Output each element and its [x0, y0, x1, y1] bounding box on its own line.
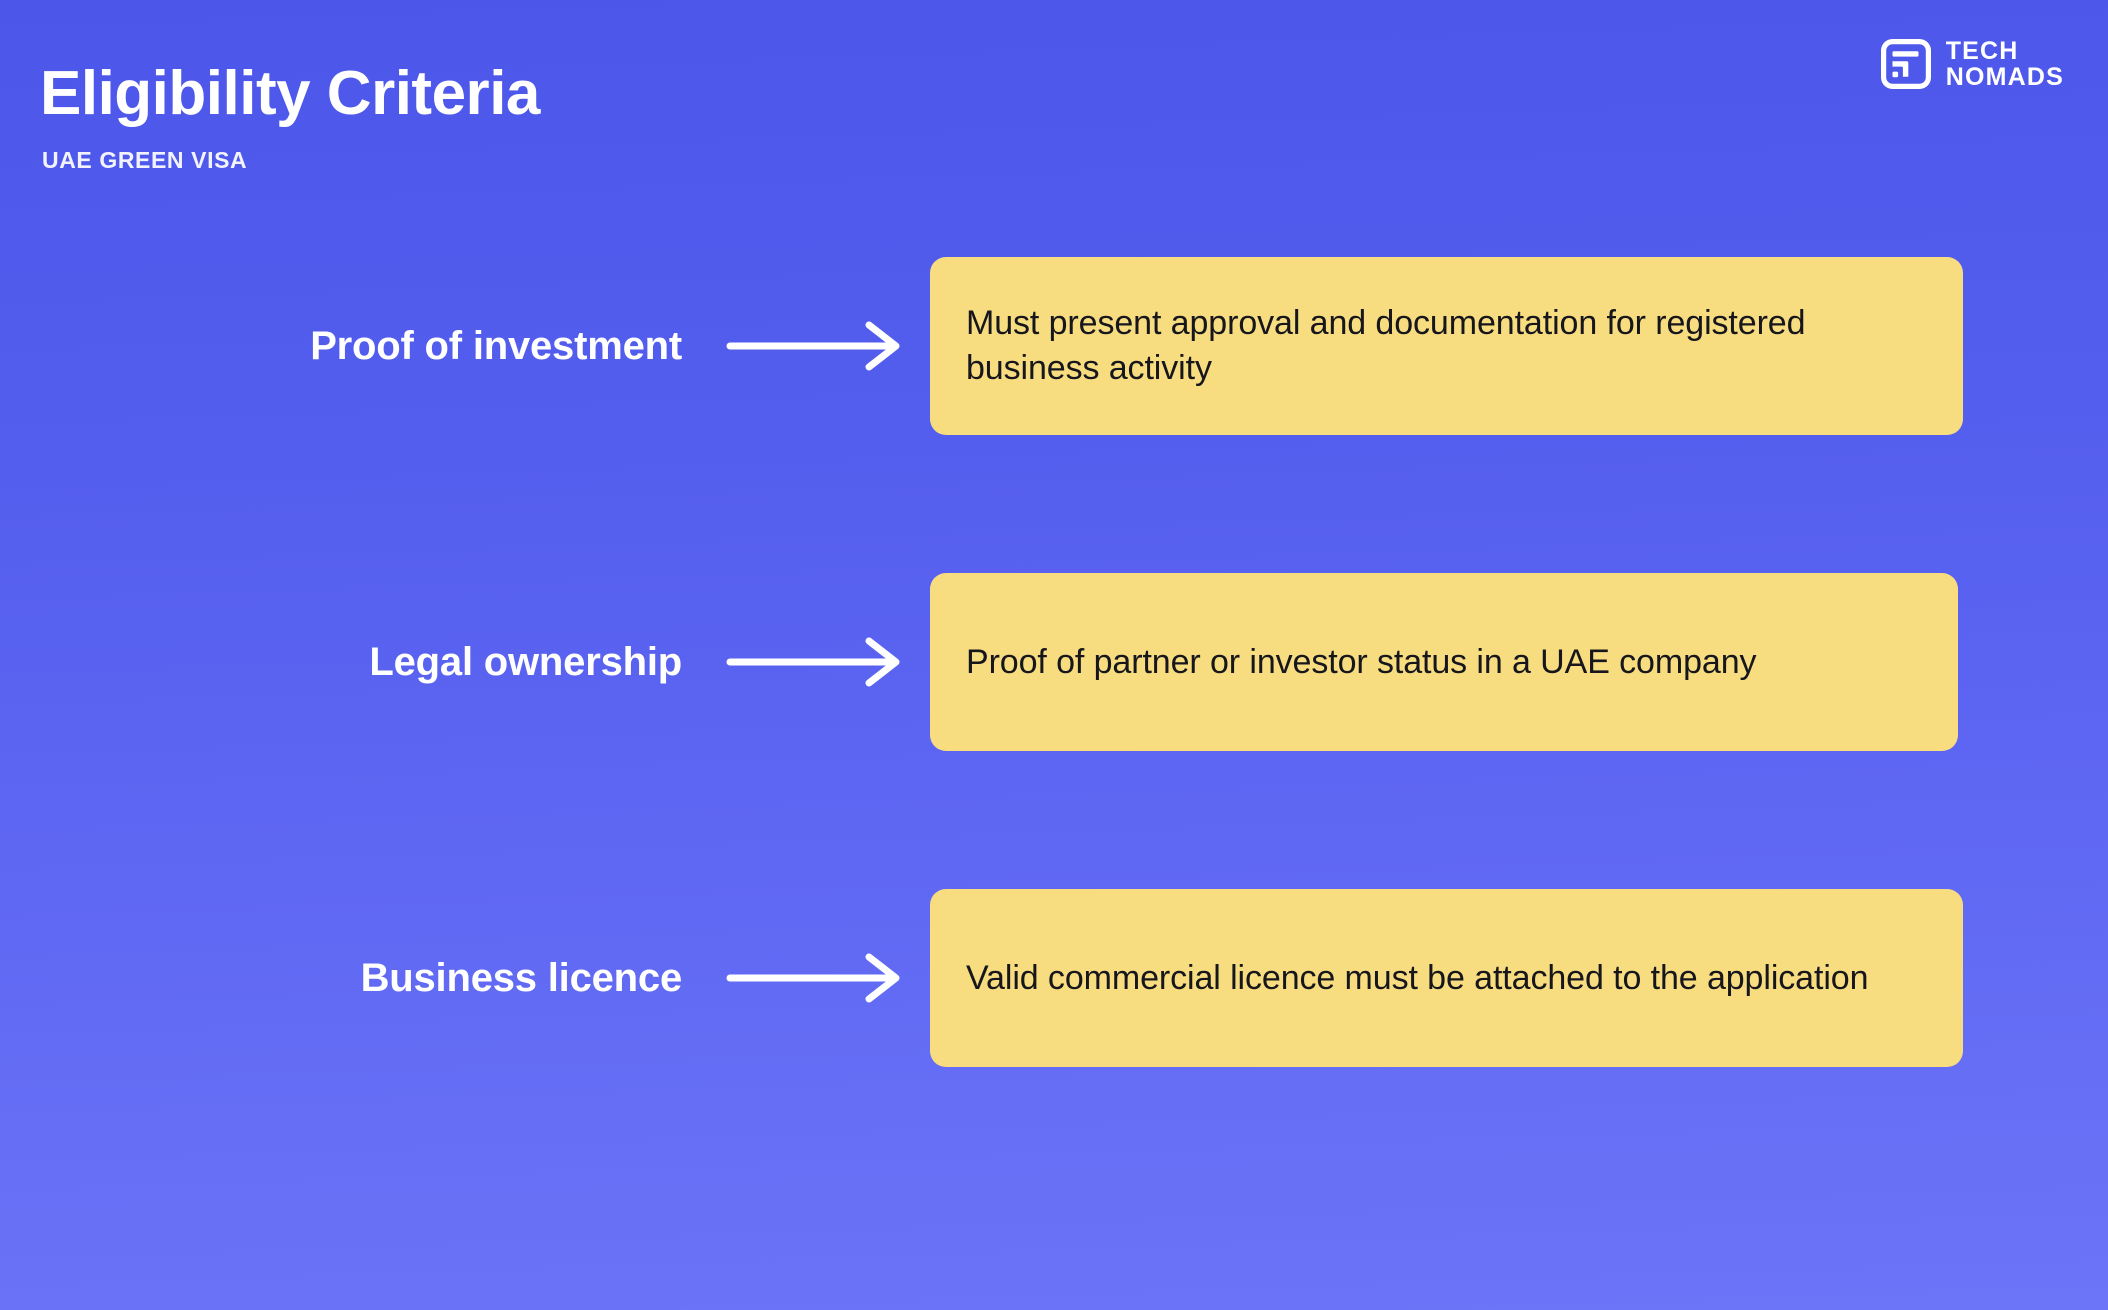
- tech-nomads-mark-icon: [1880, 39, 1931, 89]
- brand-line-1: TECH: [1945, 37, 2019, 65]
- criteria-card: Must present approval and documentation …: [930, 257, 1963, 435]
- criteria-card-container: Valid commercial licence must be attache…: [930, 889, 2108, 1067]
- brand-logo: TECH NOMADS: [1880, 38, 2064, 90]
- criteria-card-text: Proof of partner or investor status in a…: [966, 642, 1757, 681]
- page-subtitle: UAE GREEN VISA: [42, 147, 248, 174]
- criteria-card-container: Proof of partner or investor status in a…: [930, 573, 2108, 751]
- slide-header: Eligibility Criteria UAE GREEN VISA: [40, 62, 940, 174]
- arrow-right-icon: [726, 637, 900, 687]
- arrow-right-icon: [726, 321, 900, 371]
- criteria-card: Proof of partner or investor status in a…: [930, 573, 1958, 751]
- brand-logo-text: TECH NOMADS: [1946, 38, 2064, 90]
- brand-line-2: NOMADS: [1945, 63, 2064, 91]
- criteria-arrow: [700, 320, 930, 372]
- criteria-card-container: Must present approval and documentation …: [930, 257, 2108, 435]
- criteria-row: Legal ownership Proof of partner or inve…: [0, 548, 2108, 776]
- criteria-card-text: Valid commercial licence must be attache…: [966, 958, 1869, 997]
- criteria-card-text: Must present approval and documentation …: [966, 304, 1806, 387]
- criteria-card: Valid commercial licence must be attache…: [930, 889, 1963, 1067]
- criteria-label: Legal ownership: [369, 639, 682, 684]
- criteria-arrow: [700, 952, 930, 1004]
- criteria-row: Business licence Valid commercial licenc…: [0, 864, 2108, 1092]
- criteria-label-container: Proof of investment: [0, 324, 700, 369]
- criteria-label: Business licence: [360, 955, 683, 1000]
- criteria-arrow: [700, 636, 930, 688]
- criteria-label-container: Business licence: [0, 956, 700, 1001]
- criteria-label-container: Legal ownership: [0, 640, 700, 685]
- page-title: Eligibility Criteria: [40, 59, 540, 128]
- arrow-right-icon: [726, 953, 900, 1003]
- criteria-row: Proof of investment Must present approva…: [0, 232, 2108, 460]
- criteria-label: Proof of investment: [310, 323, 682, 368]
- criteria-list: Proof of investment Must present approva…: [0, 232, 2108, 1092]
